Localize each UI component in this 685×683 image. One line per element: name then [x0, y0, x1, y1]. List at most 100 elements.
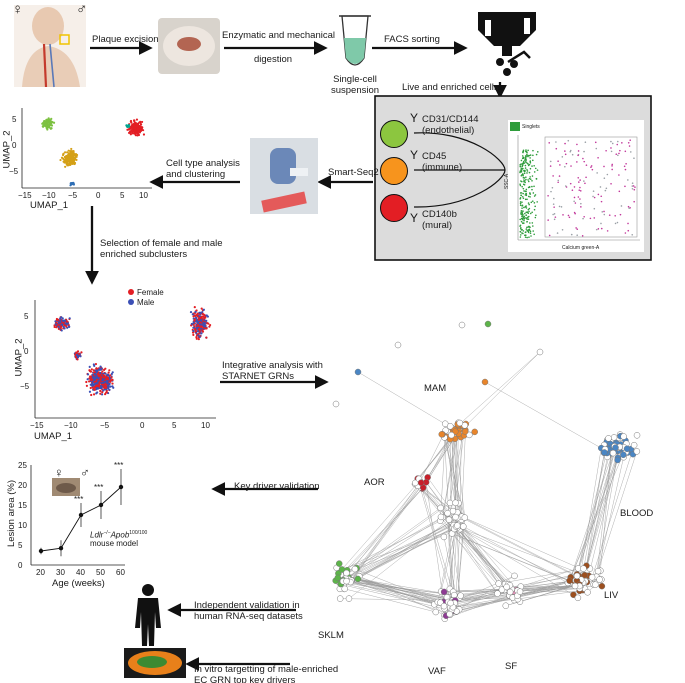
lesion-point: [118, 484, 124, 490]
umap2-xtick: −10: [64, 421, 78, 430]
network-node: [596, 576, 603, 583]
network-node: [592, 581, 599, 588]
network-node: [601, 449, 608, 456]
umap2-xtick: 10: [201, 421, 210, 430]
lesion-xtick: 20: [36, 568, 45, 577]
network-node: [584, 589, 591, 596]
cd31-sub: (endothelial): [422, 125, 475, 136]
single-cell-label-2: suspension: [330, 85, 380, 96]
network-node: [484, 320, 492, 328]
network-node: [338, 566, 346, 573]
endothelial-marker-dot: [380, 120, 408, 148]
significance-stars: ***: [74, 495, 84, 504]
network-node: [516, 588, 524, 595]
lesion-ylabel: Lesion area (%): [6, 479, 18, 548]
lesion-xlabel: Age (weeks): [52, 578, 105, 589]
network-node: [461, 514, 469, 521]
male-symbol: ♂: [76, 1, 88, 18]
umap2-ytick: 0: [24, 347, 29, 356]
network-node: [614, 456, 621, 464]
network-node: [456, 419, 464, 427]
cd140b-sub: (mural): [422, 220, 453, 231]
lesion-ytick: 10: [18, 521, 27, 530]
smart-seq-label: Smart-Seq2: [328, 167, 379, 178]
network-node: [581, 571, 588, 579]
umap1-xtick: −5: [68, 191, 78, 200]
plaque-dish-image: [158, 18, 220, 74]
significance-stars: ***: [114, 461, 124, 470]
network-label-mam: MAM: [424, 383, 447, 394]
selection-label-1: Selection of female and male: [100, 238, 223, 249]
network-label-vaf: VAF: [428, 666, 446, 677]
live-enriched-label: Live and enriched cells: [402, 82, 499, 93]
network-node: [571, 582, 579, 590]
network-node: [334, 574, 342, 582]
network-node: [609, 449, 617, 457]
cd45-sub: (immune): [422, 162, 463, 173]
network-node: [345, 595, 353, 602]
lesion-ytick: 15: [18, 501, 27, 510]
model-label-1: Ldlr−/−Apob100/100: [90, 530, 148, 540]
network-node: [446, 610, 453, 618]
immune-marker-dot: [380, 157, 408, 185]
human-anatomy-image: [14, 5, 86, 88]
network-node: [354, 575, 362, 583]
mural-marker-dot: [380, 194, 408, 222]
male-symbol: ♂: [80, 465, 90, 480]
facs-sorter-icon: [478, 12, 536, 76]
network-node: [598, 582, 606, 590]
legend-male-dot: [128, 299, 134, 305]
network-node: [440, 533, 448, 541]
umap1-xtick: 10: [139, 191, 148, 200]
network-node: [394, 341, 402, 349]
lesion-xtick: 50: [96, 568, 105, 577]
integrative-label-1: Integrative analysis with: [222, 360, 323, 371]
antibody-icon: Y: [410, 148, 419, 162]
cd31-label: CD31/CD144: [422, 114, 479, 125]
lesion-point: [78, 512, 84, 518]
plaque-excision-label: Plaque excision: [92, 34, 159, 45]
human-silhouette-icon: [135, 584, 161, 646]
umap2-xtick: 5: [172, 421, 177, 430]
inset-ylabel: SSC-A: [504, 173, 511, 190]
invitro-label-2: EC GRN top key drivers: [194, 675, 296, 683]
network-node: [633, 432, 641, 439]
model-label-2: mouse model: [90, 539, 139, 548]
network-node: [343, 569, 350, 577]
antibody-icon: Y: [410, 111, 419, 125]
network-node: [437, 513, 445, 521]
integrative-label-2: STARNET GRNs: [222, 371, 294, 382]
network-node: [461, 428, 469, 435]
network-node: [574, 594, 582, 602]
cell-type-label-1: Cell type analysis: [166, 158, 240, 169]
network-label-aor: AOR: [364, 477, 385, 488]
umap1-xtick: −15: [18, 191, 32, 200]
network-node: [438, 431, 446, 438]
grn-network: [332, 320, 641, 622]
umap2-xtick: −15: [30, 421, 44, 430]
umap1-xtick: 0: [96, 191, 101, 200]
network-label-liv: LIV: [604, 590, 619, 601]
network-node: [623, 445, 631, 453]
network-node: [446, 499, 454, 507]
umap1-ytick: −5: [9, 167, 19, 176]
network-node: [432, 608, 440, 616]
umap2-xtick: −5: [100, 421, 110, 430]
lesion-ytick: 25: [18, 461, 27, 470]
antibody-icon: Y: [410, 211, 419, 225]
network-node: [336, 595, 344, 602]
digestion-label-1: Enzymatic and mechanical: [222, 30, 335, 41]
umap-celltype-plot: [21, 108, 152, 189]
network-node: [494, 590, 501, 597]
pipeline-arrows: [85, 41, 507, 671]
network-node: [594, 567, 602, 575]
network-node: [573, 572, 581, 580]
network-node: [503, 583, 510, 591]
network-node: [453, 522, 461, 529]
lesion-xtick: 60: [116, 568, 125, 577]
umap2-ylabel: UMAP_2: [13, 338, 25, 377]
network-node: [630, 441, 638, 449]
network-node: [343, 577, 350, 585]
lesion-point: [98, 502, 104, 508]
